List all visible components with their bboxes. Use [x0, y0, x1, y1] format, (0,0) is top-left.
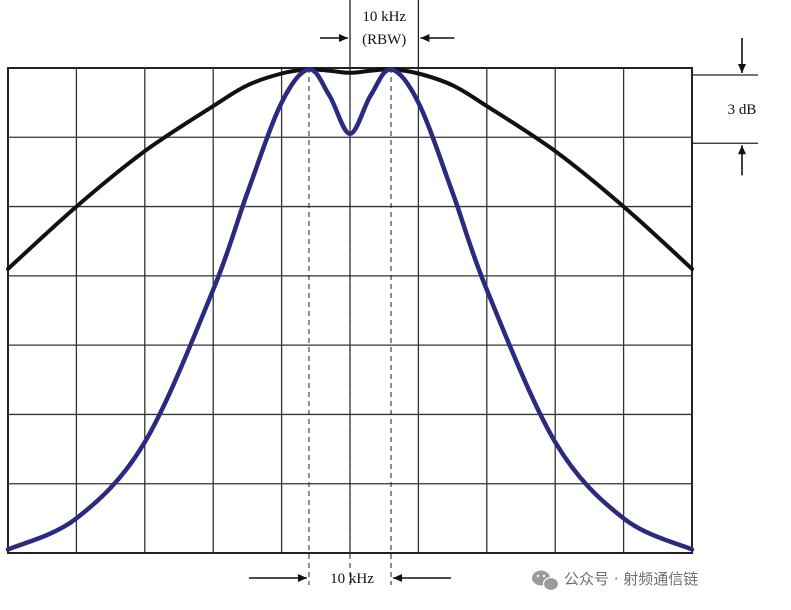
watermark-text: 公众号 · 射频通信链 — [564, 570, 698, 588]
series-line-1 — [5, 67, 695, 552]
rbw-arrow-right-head — [420, 34, 430, 42]
series-group — [5, 67, 695, 552]
spacing-arrow-right-head — [393, 574, 403, 582]
db-arrow-bottom-head — [738, 145, 746, 155]
watermark: 公众号 · 射频通信链 — [532, 570, 698, 592]
rbw-label-line1: 10 kHz — [362, 9, 406, 25]
rbw-label-line2: (RBW) — [362, 32, 406, 48]
rbw-arrow-left-head — [339, 34, 348, 42]
db-arrow-top-head — [738, 64, 746, 73]
wechat-icon — [532, 570, 560, 592]
annotations: 10 kHz (RBW) 3 dB 10 kHz — [248, 0, 758, 587]
series-line-0 — [6, 67, 694, 271]
spacing-label: 10 kHz — [330, 571, 374, 587]
spacing-arrow-left-head — [297, 574, 307, 582]
db-label: 3 dB — [728, 102, 757, 118]
